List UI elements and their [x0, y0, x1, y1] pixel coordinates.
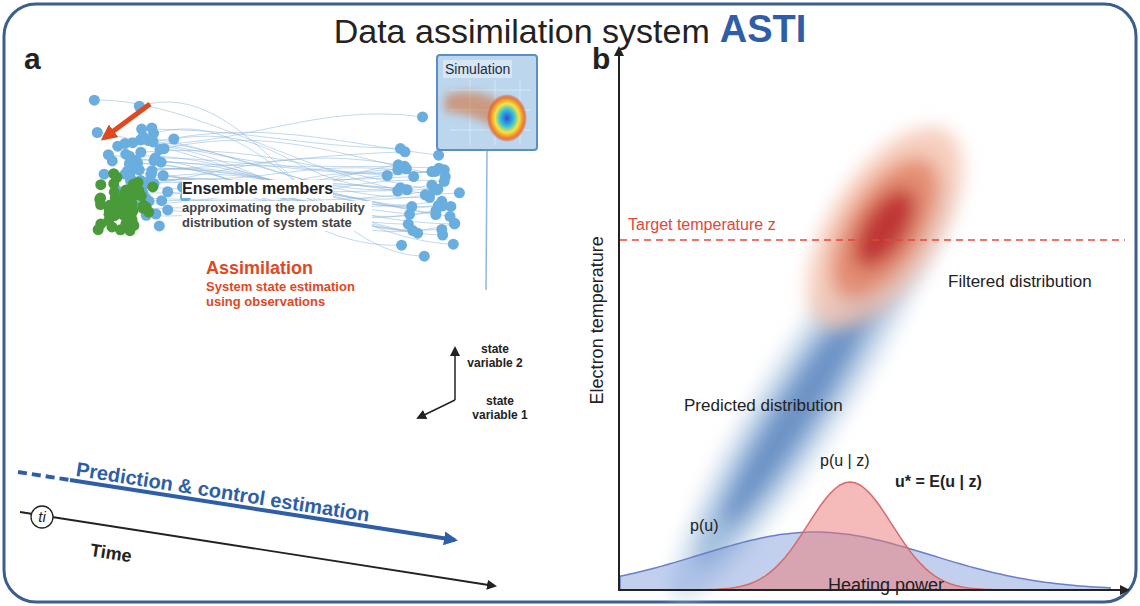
title-acronym: ASTI	[720, 8, 807, 52]
arrow-label: Prediction & control estimation	[74, 458, 371, 527]
trajectories	[94, 100, 459, 256]
panel-letter: a	[24, 42, 41, 77]
assimilation-arrow	[104, 104, 150, 138]
axis-label: Electron temperature	[587, 236, 608, 404]
note: approximating the probability distributi…	[182, 201, 372, 231]
marginal-curves	[620, 482, 1110, 590]
target-line	[620, 239, 1125, 241]
leader-line	[486, 150, 487, 290]
axis-label: Time	[89, 540, 133, 567]
ensemble-dots	[89, 95, 465, 262]
time-marker	[31, 506, 53, 528]
target-label: Target temperature z	[628, 216, 776, 234]
axis-label: Heating power	[828, 575, 944, 596]
simulation-inset: Simulation	[437, 55, 537, 150]
time-marker: ti	[38, 508, 46, 525]
frame	[4, 4, 1136, 602]
title: Data assimilation system	[334, 12, 710, 51]
panel-title: Simulation	[443, 60, 512, 78]
annotation: Predicted distribution	[684, 396, 843, 416]
note: System state estimation using observatio…	[206, 280, 381, 310]
axis-label: state variable 2	[465, 343, 525, 371]
heading: Ensemble members	[182, 180, 333, 198]
axis-label: state variable 1	[470, 395, 530, 423]
math-label: u* = E(u | z)	[895, 473, 982, 491]
plasma-blob	[487, 94, 527, 142]
math-label: p(u)	[690, 517, 718, 535]
sv2-arrow	[454, 348, 456, 400]
heading: Assimilation	[206, 258, 313, 279]
prediction-dashed	[18, 472, 70, 480]
math-label: p(u | z)	[820, 452, 870, 470]
simulation-panel	[437, 55, 537, 150]
annotation: Filtered distribution	[948, 272, 1092, 292]
y-axis	[618, 48, 620, 591]
sv1-arrow	[418, 400, 455, 418]
time-axis	[20, 512, 495, 586]
panel-letter: b	[592, 42, 610, 77]
